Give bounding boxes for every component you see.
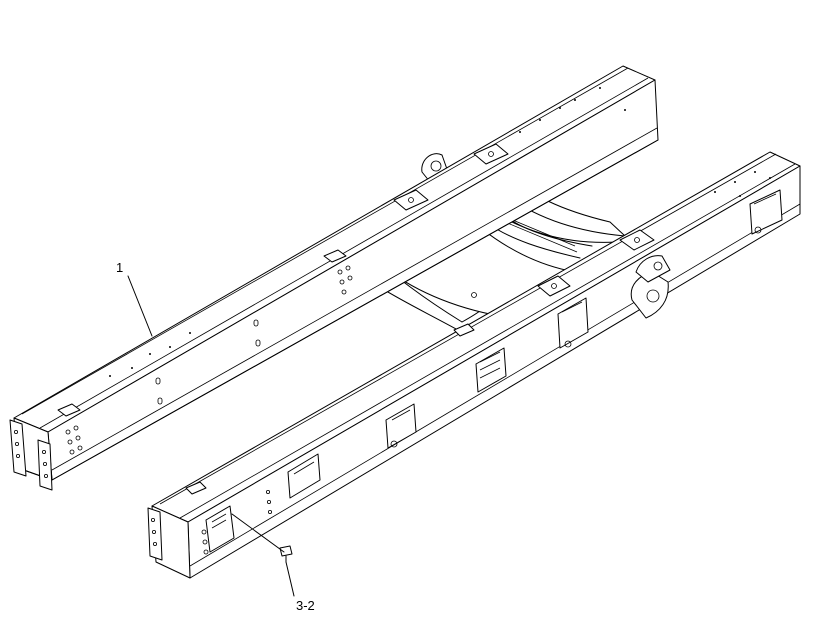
- leader-line-1: [127, 275, 153, 337]
- right-frame-rail: [147, 151, 801, 579]
- leader-line-3-2: [285, 561, 295, 597]
- rail-access-windows: [205, 189, 783, 553]
- callout-label-1: 1: [116, 260, 123, 275]
- bolt-part: [279, 545, 293, 563]
- rail-rivet-dots: [109, 87, 626, 377]
- rail-hole-cluster: [65, 265, 353, 455]
- callout-label-3-2: 3-2: [296, 598, 315, 613]
- left-frame-rail: [9, 65, 659, 491]
- leader-line-3-2-b: [231, 513, 285, 553]
